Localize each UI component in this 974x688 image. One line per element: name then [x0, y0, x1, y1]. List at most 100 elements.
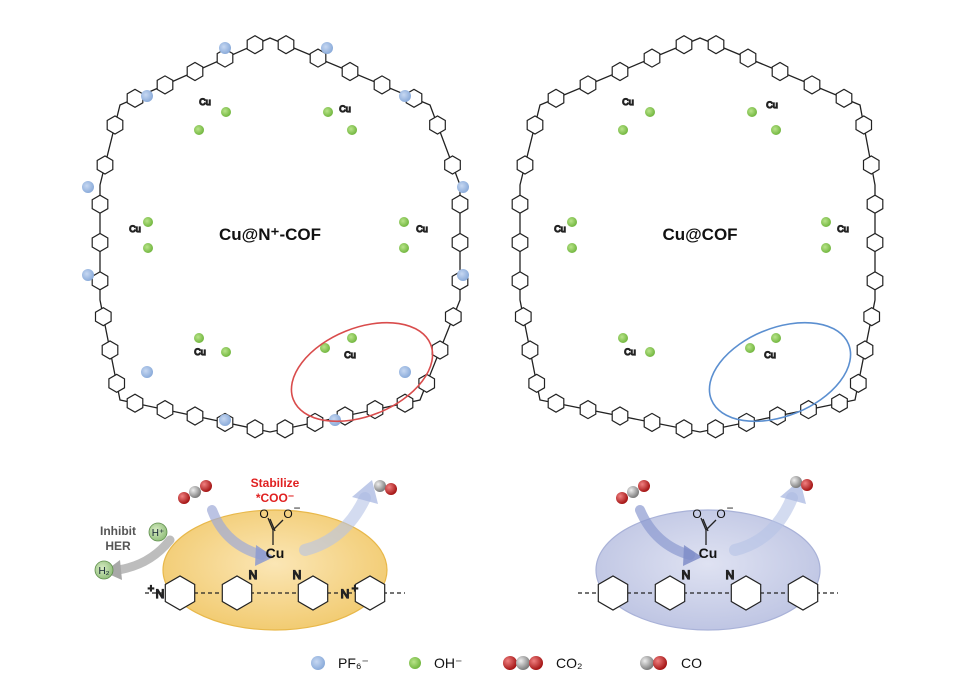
right-highlight-ellipse	[708, 321, 852, 423]
left-pf6-6	[82, 269, 94, 281]
right-carboxylate-O2: O	[716, 507, 725, 521]
right-ring-7	[866, 194, 884, 214]
left-oh-4	[143, 217, 153, 227]
left-pf6-3	[399, 90, 411, 102]
right-ring-15	[769, 406, 786, 426]
right-ring-34	[643, 48, 661, 68]
left-ring-24	[101, 340, 119, 360]
left-ring-32	[156, 75, 174, 95]
left-ring-12	[418, 373, 436, 393]
right-ring-6	[862, 155, 880, 175]
right-cu-site-1: Cu	[766, 100, 778, 110]
left-pf6-9	[399, 366, 411, 378]
co2-approach-arrow	[207, 505, 267, 560]
right-ring-3	[803, 75, 821, 95]
right-oh-11	[771, 333, 781, 343]
left-linker-chelate-N-1: N	[293, 568, 302, 582]
left-ring-16	[306, 412, 324, 433]
left-ring-31	[126, 88, 144, 108]
co-release-arrowhead	[352, 480, 378, 504]
right-ring-20	[611, 406, 629, 426]
right-oh-6	[821, 217, 831, 227]
left-ring-17	[276, 419, 294, 439]
left-ring-5	[429, 115, 446, 135]
left-oh-3	[347, 125, 357, 135]
right-oh-3	[771, 125, 781, 135]
right-ring-8	[866, 232, 884, 253]
left-ring-29	[96, 155, 114, 175]
right-ring-21	[579, 399, 597, 420]
left-ring-33	[186, 61, 204, 82]
left-ring-18	[246, 419, 264, 439]
left-oh-2	[323, 107, 333, 117]
left-oh-0	[221, 107, 231, 117]
right-ring-22	[547, 393, 565, 413]
left-pf6-2	[141, 90, 153, 102]
right-ring-2	[771, 61, 789, 82]
right-ring-18	[675, 419, 693, 439]
left-carboxylate	[267, 517, 284, 545]
co-release-arrow	[299, 492, 371, 556]
left-linker-charge-right: +	[352, 583, 358, 595]
right-linker-ring-3	[787, 575, 819, 611]
left-ring-0	[277, 35, 295, 55]
left-ring-26	[91, 271, 109, 291]
hydrogen-label: H₂	[98, 566, 109, 577]
left-ring-20	[186, 406, 204, 426]
right-linker-chelate-N-0: N	[682, 568, 691, 582]
right-ring-31	[547, 88, 565, 108]
right-ring-30	[526, 115, 544, 135]
right-ring-10	[863, 307, 881, 327]
left-framework-title: Cu@N⁺-COF	[219, 225, 321, 244]
right-oh-2	[747, 107, 757, 117]
legend-co-label: CO	[681, 655, 702, 671]
right-linker-ring-0	[597, 575, 629, 611]
left-pf6-7	[457, 269, 469, 281]
left-oh-7	[399, 243, 409, 253]
co2-molecule-left	[178, 480, 212, 504]
left-ring-13	[396, 393, 414, 413]
right-carboxylate-minus: −	[726, 501, 733, 515]
left-ring-14	[366, 399, 384, 420]
left-ring-6	[444, 155, 461, 175]
left-oh-6	[399, 217, 409, 227]
proton-sphere	[148, 522, 168, 542]
right-linker-ring-2	[730, 575, 762, 611]
hydrogen-sphere	[94, 560, 114, 580]
left-oh-1	[194, 125, 204, 135]
right-cu-center: Cu	[699, 545, 718, 561]
left-pf6-5	[457, 181, 469, 193]
left-cu-site-1: Cu	[339, 104, 351, 114]
left-ring-35	[246, 35, 264, 55]
left-oh-5	[143, 243, 153, 253]
right-ring-0	[707, 35, 725, 55]
left-linker-chelate-N-0: N	[249, 568, 258, 582]
left-oh-8	[221, 347, 231, 357]
left-pf6-11	[329, 414, 341, 426]
left-carboxylate-minus: −	[293, 501, 300, 515]
right-ring-27	[511, 232, 529, 253]
right-ring-24	[521, 340, 539, 360]
left-ring-22	[126, 393, 144, 413]
co-molecule-left	[374, 480, 397, 495]
left-ring-30	[106, 115, 124, 135]
co2-approach-arrowhead-right	[683, 545, 702, 566]
left-cu-site-3: Cu	[416, 224, 428, 234]
right-oh-4	[567, 217, 577, 227]
left-ring-27	[91, 232, 109, 253]
left-linker-ring-1	[221, 575, 253, 611]
left-linker-pyridinium-N-left: N	[156, 587, 165, 601]
right-ring-23	[528, 373, 546, 393]
left-pf6-8	[141, 366, 153, 378]
co2-approach-arrowhead	[255, 545, 274, 566]
legend: PF₆⁻ OH⁻ CO₂ CO	[311, 655, 702, 671]
right-ring-5	[855, 115, 873, 135]
right-ring-1	[739, 48, 757, 68]
left-pf6-4	[82, 181, 94, 193]
right-ring-9	[866, 271, 884, 291]
left-ring-8	[451, 232, 469, 253]
left-cu-site-0: Cu	[199, 97, 211, 107]
